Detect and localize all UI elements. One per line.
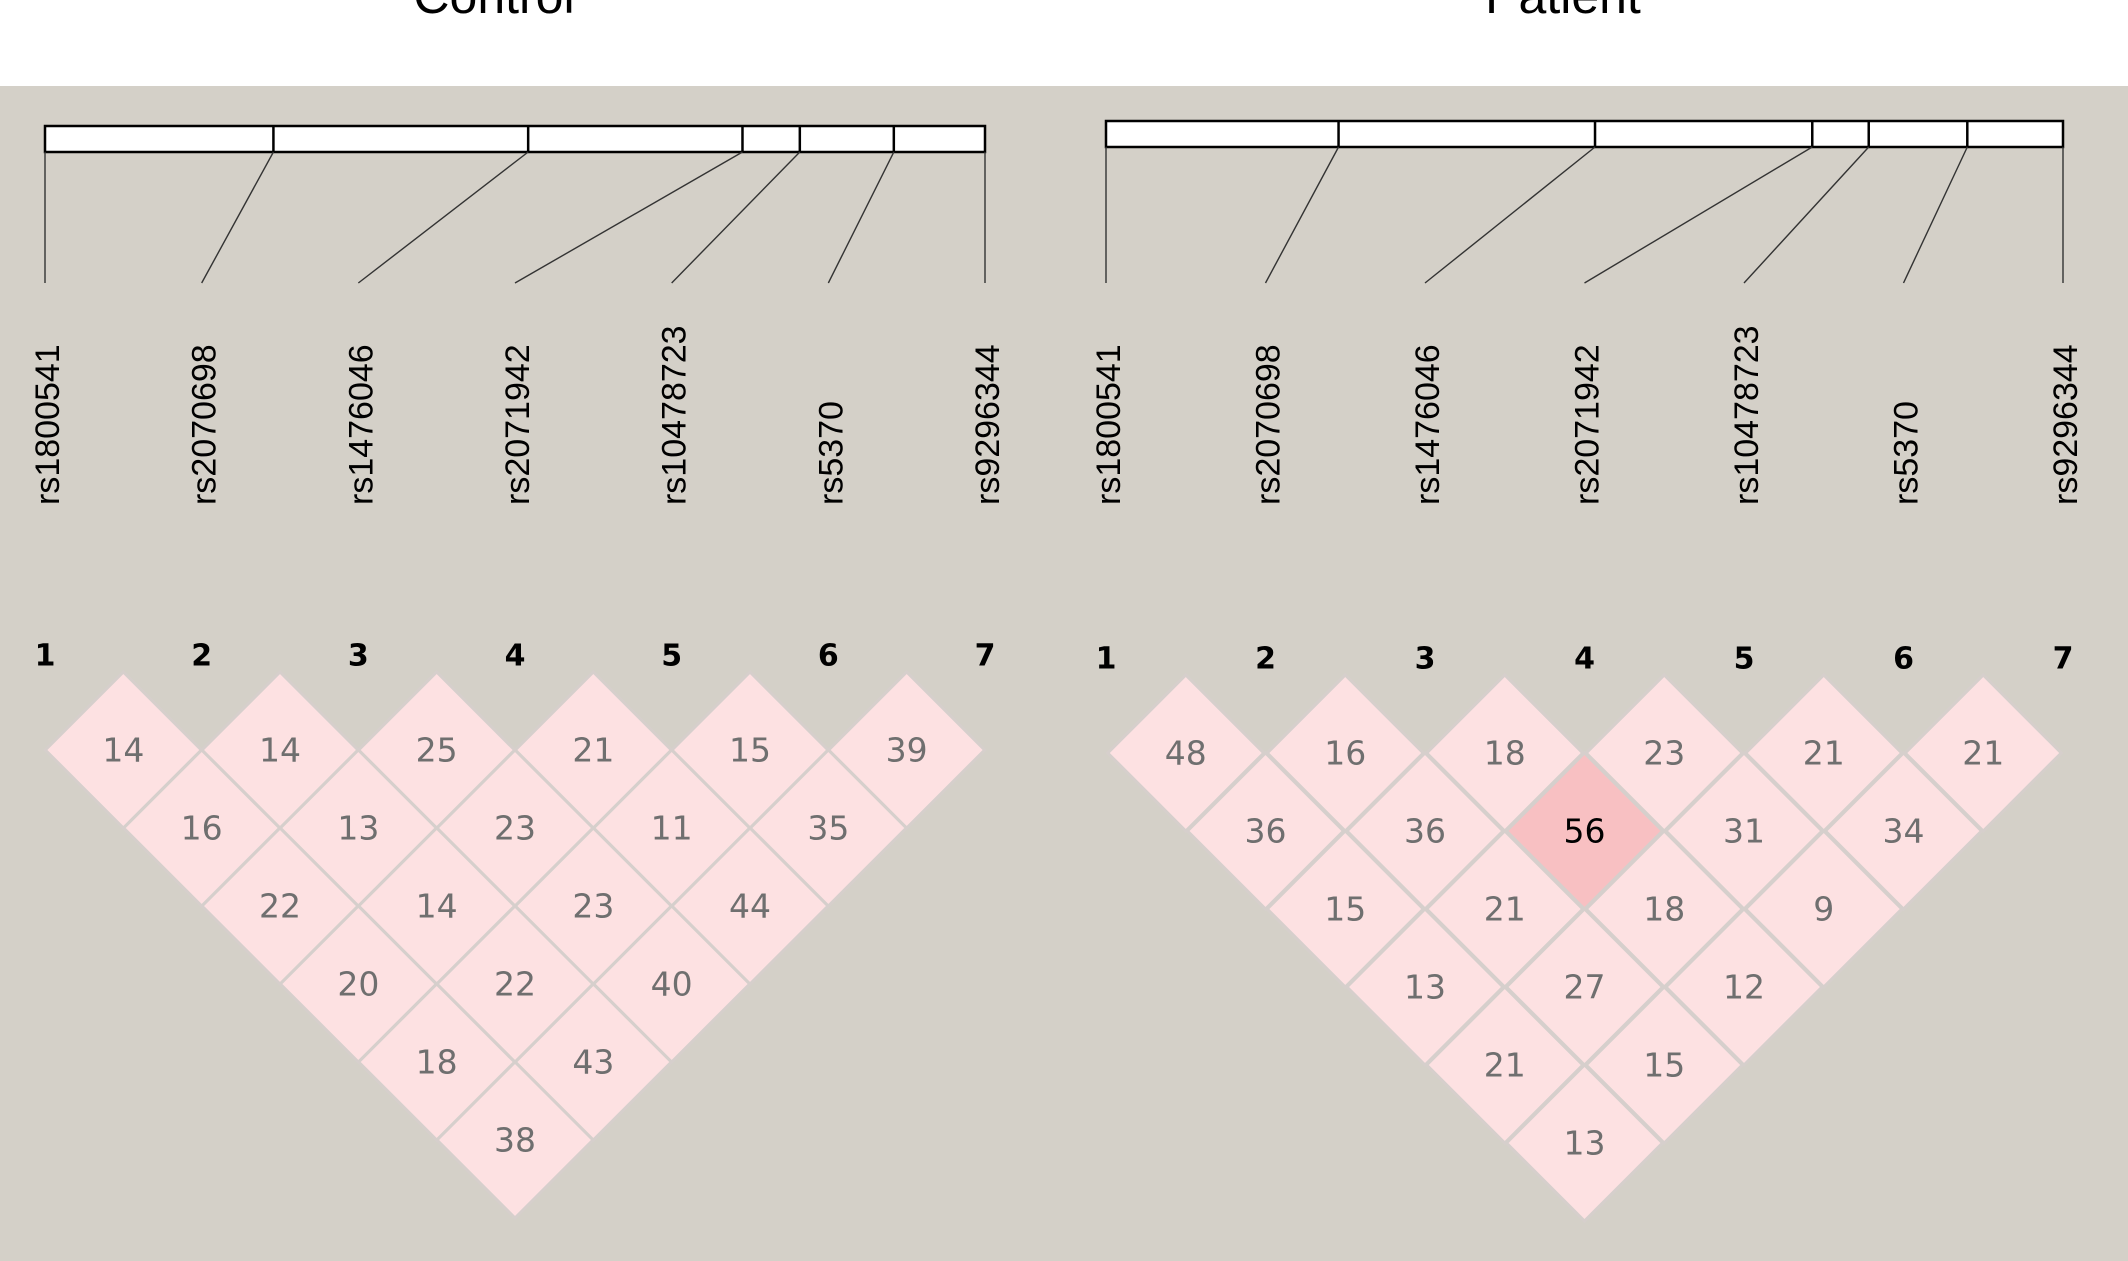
ld-cell-value: 13 [1404,968,1446,1007]
plot-background [0,86,2128,1261]
ld-cell-value: 13 [1564,1124,1606,1163]
control-panel: Control rs1800541 rs2070698 rs1476046 rs2071… [29,0,1007,1221]
patient-ld-matrix: 48 16 18 23 21 21 36 36 56 31 34 15 21 18 9 13 27 12 21 15 1… [1105,672,2064,1224]
ld-cell-value: 14 [102,731,144,770]
snp-label: rs9296344 [969,344,1007,505]
ld-cell-value: 21 [1484,1046,1526,1085]
ld-cell [434,1059,596,1221]
ld-cell-value: 13 [337,809,379,848]
ld-cell-value: 21 [1484,890,1526,929]
ld-cell-value: 22 [259,887,301,926]
marker-index: 1 [35,639,56,674]
marker-index: 4 [1574,642,1595,677]
ld-cell-value: 18 [1484,734,1526,773]
snp-label: rs2071942 [1569,344,1607,505]
connector-line [1264,146,1340,284]
ld-cell [1504,1062,1665,1224]
ld-cell-value: 44 [729,887,771,926]
snp-label: rs1800541 [29,344,67,505]
ld-cell-value: 21 [1803,734,1845,773]
snp-label: rs2070698 [1250,344,1288,505]
ld-cell-value: 36 [1245,812,1287,851]
marker-index: 3 [348,639,369,674]
marker-index: 4 [505,639,526,674]
ld-cell-value: 9 [1813,890,1834,929]
connector-line [671,151,801,284]
marker-index: 2 [1255,642,1276,677]
ld-cell-value: 15 [1643,1046,1685,1085]
snp-label: rs2070698 [186,344,224,505]
patient-panel: Patient rs1800541 rs2070698 rs1476046 rs2071… [1090,0,2085,1224]
connector-line [514,151,743,284]
ld-cell-value: 40 [651,965,693,1004]
ld-cell-value: 34 [1883,812,1925,851]
marker-index: 5 [661,639,682,674]
marker-index: 6 [818,639,839,674]
marker-index: 3 [1415,642,1436,677]
marker-index: 7 [975,639,996,674]
ld-cell-value: 15 [729,731,771,770]
ld-cell-value: 48 [1165,734,1207,773]
ld-cell-value: 14 [416,887,458,926]
connector-line [1424,146,1596,284]
snp-label: rs10478723 [1728,325,1766,505]
ld-cell-value: 23 [572,887,614,926]
snp-label: rs1800541 [1090,344,1128,505]
patient-position-bar [1104,119,2065,149]
snp-label: rs1476046 [1409,344,1447,505]
ld-cell-value: 36 [1404,812,1446,851]
snp-label: rs10478723 [656,325,694,505]
control-ld-matrix: 14 14 25 21 15 39 16 13 23 11 35 22 14 23 44 20 22 40 18 43… [43,669,987,1221]
ld-cell-value: 20 [337,965,379,1004]
connector-line [1902,146,1968,284]
snp-label: rs5370 [1888,401,1926,505]
snp-label: rs2071942 [499,344,537,505]
snp-label: rs1476046 [342,344,380,505]
ld-cell-value: 18 [1643,890,1685,929]
marker-index: 7 [2053,642,2074,677]
ld-cell-value: 15 [1324,890,1366,929]
ld-cell-value: 27 [1564,968,1606,1007]
snp-label: rs9296344 [2047,344,2085,505]
ld-cell-value: 25 [416,731,458,770]
title-band [0,0,2128,86]
marker-index: 5 [1734,642,1755,677]
marker-index: 2 [191,639,212,674]
ld-cell-value: 43 [572,1043,614,1082]
ld-cell-value: 23 [1643,734,1685,773]
control-connector-lines [44,151,986,284]
ld-cell-value: 23 [494,809,536,848]
ld-cell-value: 12 [1723,968,1765,1007]
control-position-bar [43,124,987,154]
ld-cell-value: 21 [572,731,614,770]
ld-cell-value: 22 [494,965,536,1004]
ld-cell-value: 16 [1324,734,1366,773]
ld-cell-value: 21 [1962,734,2004,773]
connector-line [827,151,895,284]
ld-cell-value: 11 [651,809,693,848]
patient-connector-lines [1105,146,2064,284]
snp-label: rs5370 [812,401,850,505]
control-title: Control [413,0,574,24]
marker-index: 1 [1096,642,1117,677]
ld-cell-value: 38 [494,1121,536,1160]
ld-cell-value: 31 [1723,812,1765,851]
ld-cell-value: 16 [181,809,223,848]
ld-cell-value: 18 [416,1043,458,1082]
ld-cell-value: 39 [886,731,928,770]
connector-line [201,151,275,284]
connector-line [357,151,529,284]
connector-line [1584,146,1813,284]
ld-cell-value: 56 [1564,812,1606,851]
marker-index: 6 [1893,642,1914,677]
ld-cell-value: 14 [259,731,301,770]
connector-line [1743,146,1870,284]
ld-cell-value: 35 [807,809,849,848]
patient-title: Patient [1485,0,1641,24]
